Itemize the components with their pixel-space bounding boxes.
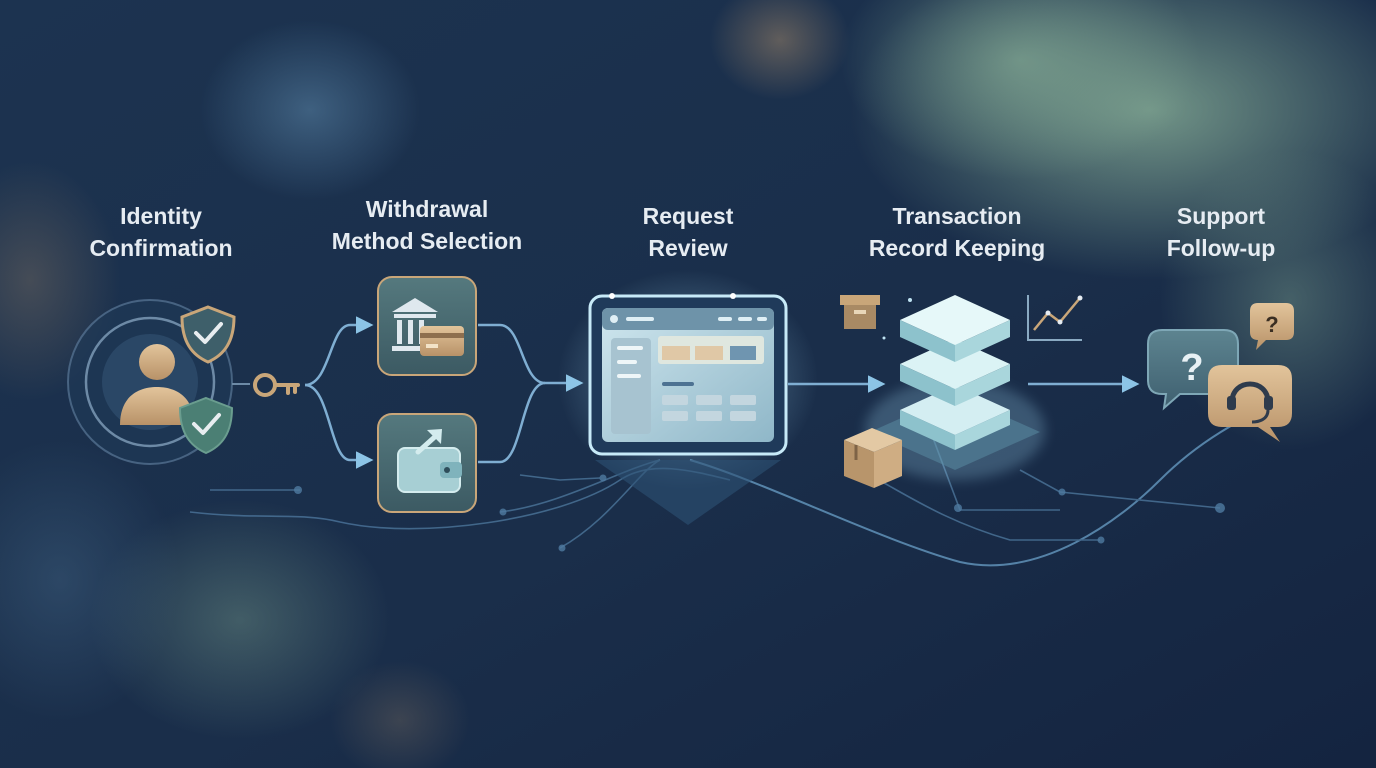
label-record-line1: Transaction [892,203,1021,229]
label-review-line1: Request [643,203,734,229]
label-identity-line1: Identity [120,203,202,229]
shield-check-icon [178,396,234,455]
question-mark-glyph: ? [1265,312,1278,337]
user-icon [120,344,194,425]
step-method [304,276,584,513]
label-support-line2: Follow-up [1167,235,1276,261]
question-mark-glyph: ? [1180,347,1203,389]
database-stack-icon [900,295,1010,450]
label-identity-line2: Confirmation [89,235,232,261]
wallet-icon [397,429,462,493]
shield-check-icon [180,305,236,364]
label-support-line1: Support [1177,203,1265,229]
package-icon [844,428,902,488]
key-icon [253,373,300,397]
label-method-line1: Withdrawal [366,196,488,222]
archive-box-icon [840,295,880,329]
question-bubble-icon: ? [1250,303,1294,350]
circuit-nodes [294,474,1225,552]
step-review [558,270,886,525]
headset-bubble-icon [1208,365,1292,442]
line-chart-icon [1027,295,1083,341]
step-record [840,295,1140,488]
step-labels: Identity Confirmation Withdrawal Method … [89,196,1275,261]
label-record-line2: Record Keeping [869,235,1045,261]
label-method-line2: Method Selection [332,228,522,254]
label-review-line2: Review [648,235,727,261]
step-support: ? ? [1147,303,1294,442]
step-identity [67,299,300,465]
bank-card-icon [392,298,464,356]
tablet-dashboard-icon [588,293,788,456]
